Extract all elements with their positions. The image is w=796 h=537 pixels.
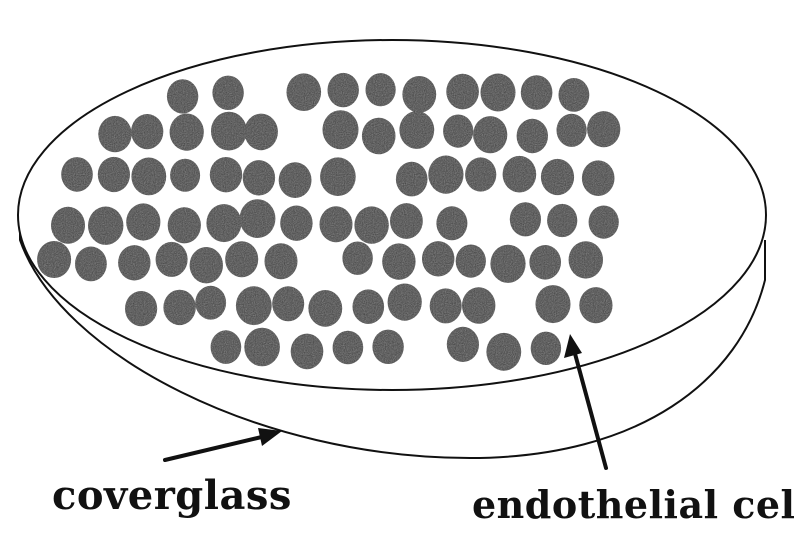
endothelial-cell (388, 284, 422, 321)
endothelial-cell (323, 110, 359, 149)
endothelial-cell (587, 111, 620, 147)
endothelial-cell (244, 114, 278, 151)
endothelial-cell (98, 116, 131, 152)
endothelial-cell (308, 290, 342, 327)
endothelial-cell (206, 204, 241, 242)
endothelial-cell (279, 162, 312, 198)
endothelial-cell (390, 203, 423, 239)
endothelial-cell (473, 116, 507, 153)
endothelial-cell (61, 157, 93, 192)
endothelial-cell (557, 114, 587, 147)
endothelial-cell (462, 287, 495, 323)
endothelial-cell (569, 241, 603, 278)
endothelial-cell (481, 74, 516, 112)
endothelial-cell (131, 114, 163, 149)
endothelial-cell (190, 247, 223, 283)
endothelial-cell-label: endothelial cell (472, 482, 796, 527)
endothelial-cell (490, 245, 525, 283)
endothelial-cell (236, 286, 272, 325)
endothelial-cell (287, 73, 322, 111)
endothelial-cell (240, 199, 276, 238)
endothelial-cell (272, 286, 304, 321)
endothelial-cell (447, 327, 479, 362)
endothelial-cell (37, 241, 71, 278)
endothelial-cell (170, 159, 200, 192)
endothelial-cell (402, 76, 436, 113)
endothelial-cell (265, 243, 298, 279)
endothelial-cell (291, 334, 324, 370)
endothelial-cell (536, 285, 571, 323)
endothelial-cell (170, 114, 204, 151)
endothelial-cell (125, 291, 157, 326)
coverglass-label: coverglass (52, 472, 292, 519)
endothelial-cell (75, 247, 107, 282)
endothelial-cell (320, 157, 356, 196)
endothelial-cell (521, 75, 553, 110)
endothelial-cell (118, 245, 150, 280)
endothelial-cell (328, 73, 359, 107)
endothelial-cell (168, 207, 201, 243)
endothelial-cell (430, 288, 462, 323)
endothelial-cell (396, 162, 428, 197)
endothelial-cell (210, 157, 242, 192)
endothelial-cell (362, 118, 396, 155)
endothelial-cell (225, 241, 258, 277)
endothelial-cell (531, 332, 561, 365)
endothelial-cell (211, 112, 247, 151)
coverglass-arrow (165, 428, 282, 460)
endothelial-cell (195, 286, 226, 320)
endothelial-cell (98, 157, 130, 192)
endothelial-cell (167, 79, 198, 113)
endothelial-cell (456, 245, 486, 278)
endothelial-cell (88, 207, 123, 245)
endothelial-cell (353, 289, 385, 324)
endothelial-cell (541, 159, 574, 195)
endothelial-cell (465, 157, 496, 191)
endothelial-cell (382, 243, 415, 279)
endothelial-cell (126, 203, 160, 240)
endothelial-cell (243, 160, 275, 195)
endothelial-cell (443, 115, 473, 148)
endothelial-cell (436, 206, 467, 240)
endothelial-cell (589, 206, 619, 239)
endothelial-cell (342, 242, 372, 275)
endothelial-cell (333, 331, 364, 365)
endothelial-cell (131, 158, 166, 196)
endothelial-cell (399, 111, 434, 149)
endothelial-cell (547, 204, 577, 237)
endothelial-cell (320, 206, 353, 242)
endothelial-cell (372, 330, 403, 364)
endothelial-cell (517, 119, 548, 153)
endothelial-cell (422, 241, 454, 276)
endothelial-cell (503, 156, 537, 193)
endothelial-cell (486, 333, 521, 371)
endothelial-cell (559, 78, 590, 112)
endothelial-cell (163, 290, 195, 325)
endothelial-cell (428, 156, 463, 194)
endothelial-cell (366, 73, 396, 106)
endothelial-cell (529, 245, 561, 280)
endothelial-cell (156, 242, 188, 277)
endothelial-cell (51, 207, 85, 244)
endothelial-cell (212, 76, 243, 110)
endothelial-cell (280, 206, 312, 241)
endothelial-cell (244, 328, 280, 367)
endothelial-cell (510, 202, 541, 236)
endothelial-cell (446, 74, 479, 110)
endothelial-cell (211, 330, 242, 364)
endothelial-cell (579, 287, 612, 323)
endothelial-cell (354, 206, 388, 243)
endothelial-cell (582, 160, 615, 196)
